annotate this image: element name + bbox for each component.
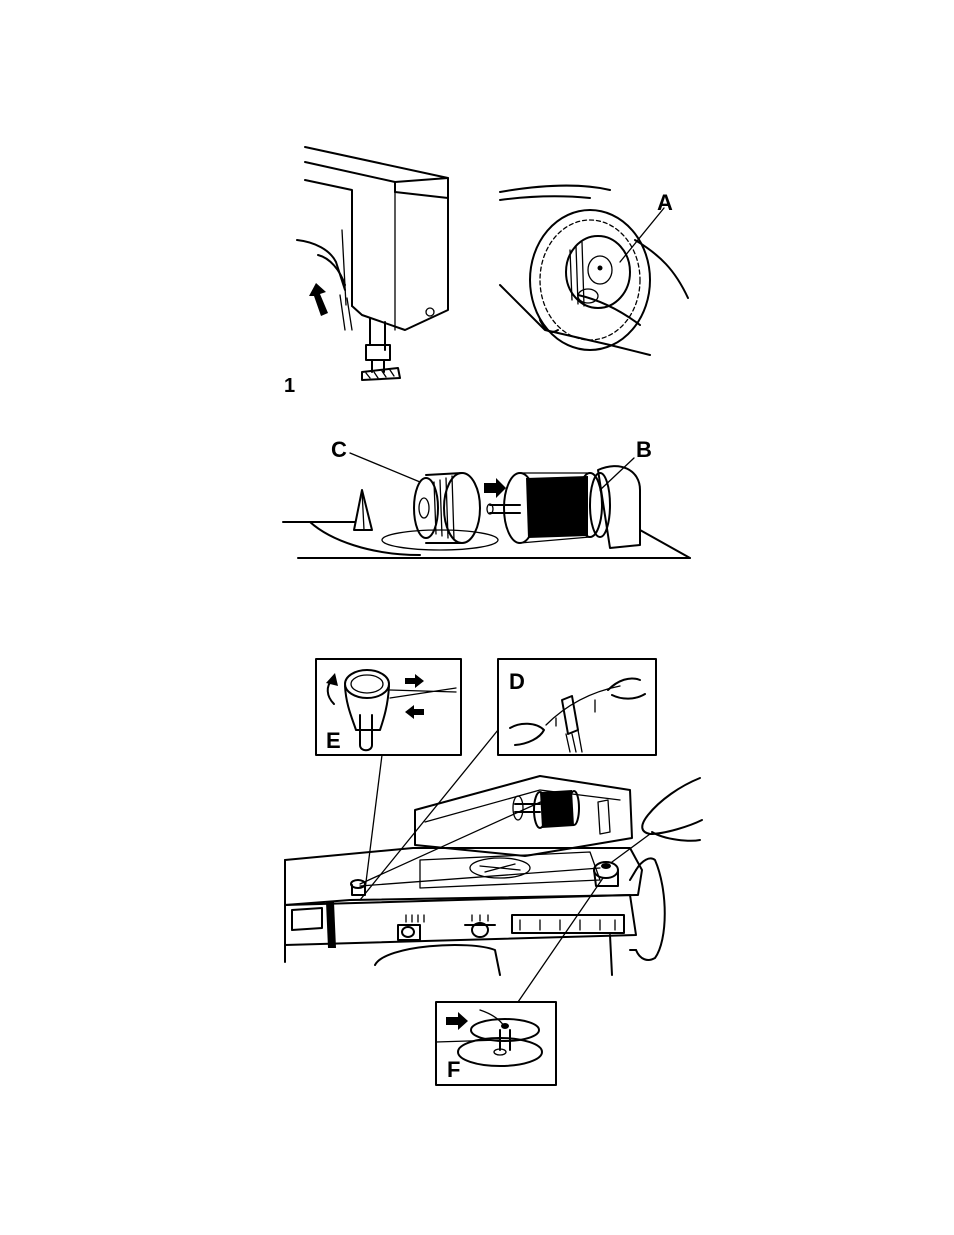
- spool-pin-illustration: [283, 453, 690, 558]
- right-arrow-icon: [405, 674, 424, 688]
- label-d: D: [509, 669, 525, 694]
- right-arrow-icon: [446, 1012, 468, 1030]
- machine-head-illustration: [297, 147, 448, 380]
- machine-top-illustration: [285, 776, 702, 1002]
- label-f: F: [447, 1057, 460, 1082]
- label-e: E: [326, 728, 341, 753]
- curved-arrow-icon: [326, 673, 338, 704]
- label-b: B: [636, 437, 652, 462]
- left-arrow-icon: [405, 705, 424, 719]
- label-a: A: [657, 190, 673, 215]
- up-arrow-icon: [309, 283, 328, 316]
- figure-number: 1: [284, 375, 295, 397]
- label-c: C: [331, 437, 347, 462]
- leader-line-e: [365, 755, 382, 890]
- right-arrow-icon: [484, 478, 506, 498]
